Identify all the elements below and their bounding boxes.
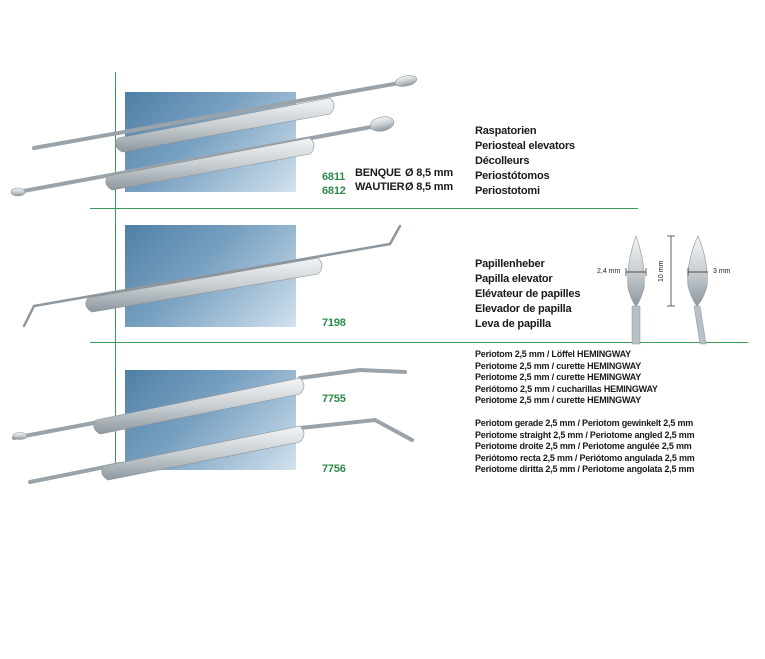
instrument-7755 <box>12 367 407 440</box>
description-line: Periótomo 2,5 mm / cucharillas HEMINGWAY <box>475 383 658 394</box>
description-line: Periótomo recta 2,5 mm / Periótomo angul… <box>475 452 695 463</box>
description-block-3b: Periotom gerade 2,5 mm / Periotom gewink… <box>475 418 695 476</box>
description-line: Periostotomi <box>475 185 540 197</box>
product-name: BENQUE <box>355 167 401 179</box>
description-block-3a: Periotom 2,5 mm / Löffel HEMINGWAY Perio… <box>475 349 658 407</box>
description-line: Periotom gerade 2,5 mm / Periotom gewink… <box>475 418 694 428</box>
product-size: Ø 8,5 mm <box>405 167 453 179</box>
description-line: Periotome 2,5 mm / curette HEMINGWAY <box>475 395 642 405</box>
instrument-7756 <box>28 417 414 484</box>
description-line: Papilla elevator <box>475 273 553 285</box>
description-line: Periotome diritta 2,5 mm / Periotome ang… <box>475 464 695 474</box>
description-line: Periotome 2,5 mm / curette HEMINGWAY <box>475 360 642 371</box>
description-line: Elevador de papilla <box>475 303 572 315</box>
product-code-7756: 7756 <box>322 463 346 475</box>
instrument-6812 <box>10 116 395 197</box>
product-code: 6812 <box>322 185 346 197</box>
tip-detail-side <box>687 235 708 345</box>
product-name: WAUTIER <box>355 181 405 193</box>
vertical-divider <box>115 72 116 472</box>
description-block-2: Papillenheber Papilla elevator Elévateur… <box>475 257 580 332</box>
product-size: Ø 8,5 mm <box>405 181 453 193</box>
dimension-width-left: 2,4 mm <box>597 268 621 275</box>
description-line: Raspatorien <box>475 125 537 137</box>
description-line: Periosteal elevators <box>475 140 575 152</box>
instrument-6811 <box>32 75 418 153</box>
section-divider-1 <box>90 208 638 209</box>
product-code-7198: 7198 <box>322 317 346 329</box>
description-line: Leva de papilla <box>475 318 551 330</box>
description-line: Elévateur de papilles <box>475 288 581 300</box>
tip-detail-front <box>627 235 645 345</box>
description-line: Periotome 2,5 mm / curette HEMINGWAY <box>475 372 642 382</box>
product-row-6811: 6811 BENQUE Ø 8,5 mm <box>322 167 462 185</box>
section-divider-2 <box>90 342 748 343</box>
dimension-width-right: 3 mm <box>713 268 731 275</box>
product-row-6812: 6812 WAUTIER Ø 8,5 mm <box>322 181 462 199</box>
description-line: Papillenheber <box>475 258 545 270</box>
dimension-lines <box>625 235 708 307</box>
product-code: 6811 <box>322 171 346 183</box>
description-line: Periotom 2,5 mm / Löffel HEMINGWAY <box>475 349 631 359</box>
instrument-7198 <box>22 224 402 328</box>
description-block-1: Raspatorien Periosteal elevators Décolle… <box>475 124 575 199</box>
product-code-7755: 7755 <box>322 393 346 405</box>
description-line: Periotome droite 2,5 mm / Periotome angu… <box>475 441 692 451</box>
description-line: Periostótomos <box>475 170 550 182</box>
description-line: Periotome straight 2,5 mm / Periotome an… <box>475 429 695 440</box>
description-line: Décolleurs <box>475 155 530 167</box>
dimension-length: 10 mm <box>658 260 665 282</box>
